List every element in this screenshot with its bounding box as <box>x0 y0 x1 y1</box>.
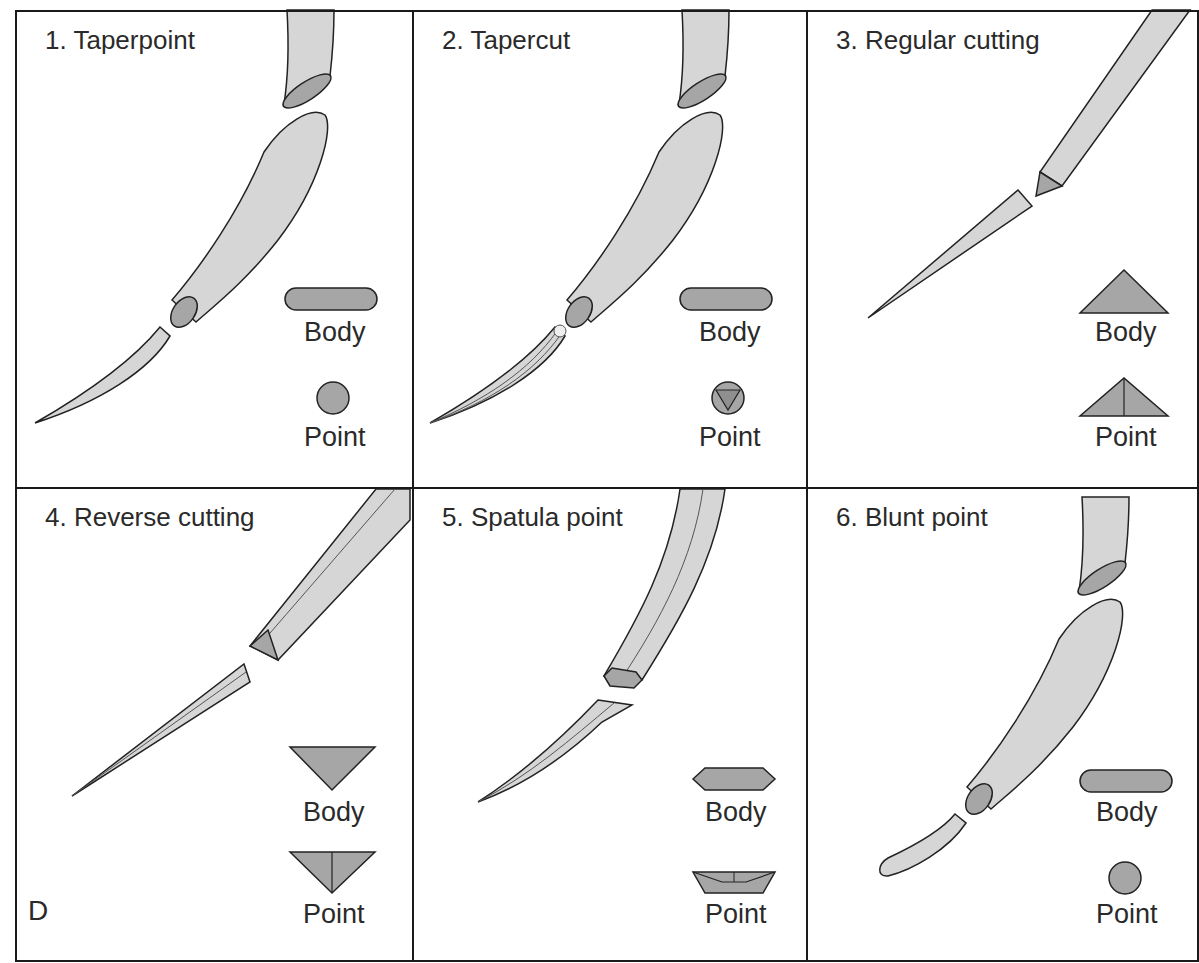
body-label: Body <box>303 797 365 828</box>
spatula-needle <box>478 489 775 893</box>
needle-panel: 2. TapercutBodyPoint <box>412 10 808 489</box>
needle-panel: 6. Blunt pointBodyPoint <box>806 487 1199 962</box>
panel-title: 3. Regular cutting <box>836 26 1040 56</box>
needle-panel: 4. Reverse cuttingBodyPoint <box>15 487 414 962</box>
point-label: Point <box>1096 899 1158 930</box>
needle-panel: 1. TaperpointBodyPoint <box>15 10 414 489</box>
point-label: Point <box>303 899 365 930</box>
blunt-point-needle <box>880 497 1172 894</box>
taperpoint-needle <box>35 10 377 423</box>
needle-panel: 3. Regular cuttingBodyPoint <box>806 10 1199 489</box>
body-label: Body <box>304 317 366 348</box>
point-label: Point <box>705 899 767 930</box>
tapercut-needle <box>430 10 772 423</box>
point-label: Point <box>699 422 761 453</box>
panel-title: 5. Spatula point <box>442 503 623 533</box>
body-label: Body <box>699 317 761 348</box>
panel-title: 1. Taperpoint <box>45 26 195 56</box>
needle-panel: 5. Spatula pointBodyPoint <box>412 487 808 962</box>
point-label: Point <box>304 422 366 453</box>
point-label: Point <box>1095 422 1157 453</box>
panel-title: 6. Blunt point <box>836 503 988 533</box>
reverse-cutting-needle <box>72 489 410 893</box>
body-label: Body <box>1096 797 1158 828</box>
regular-cutting-needle <box>868 10 1190 416</box>
panel-title: 4. Reverse cutting <box>45 503 255 533</box>
body-label: Body <box>705 797 767 828</box>
body-label: Body <box>1095 317 1157 348</box>
panel-title: 2. Tapercut <box>442 26 570 56</box>
figure-letter: D <box>28 895 48 927</box>
